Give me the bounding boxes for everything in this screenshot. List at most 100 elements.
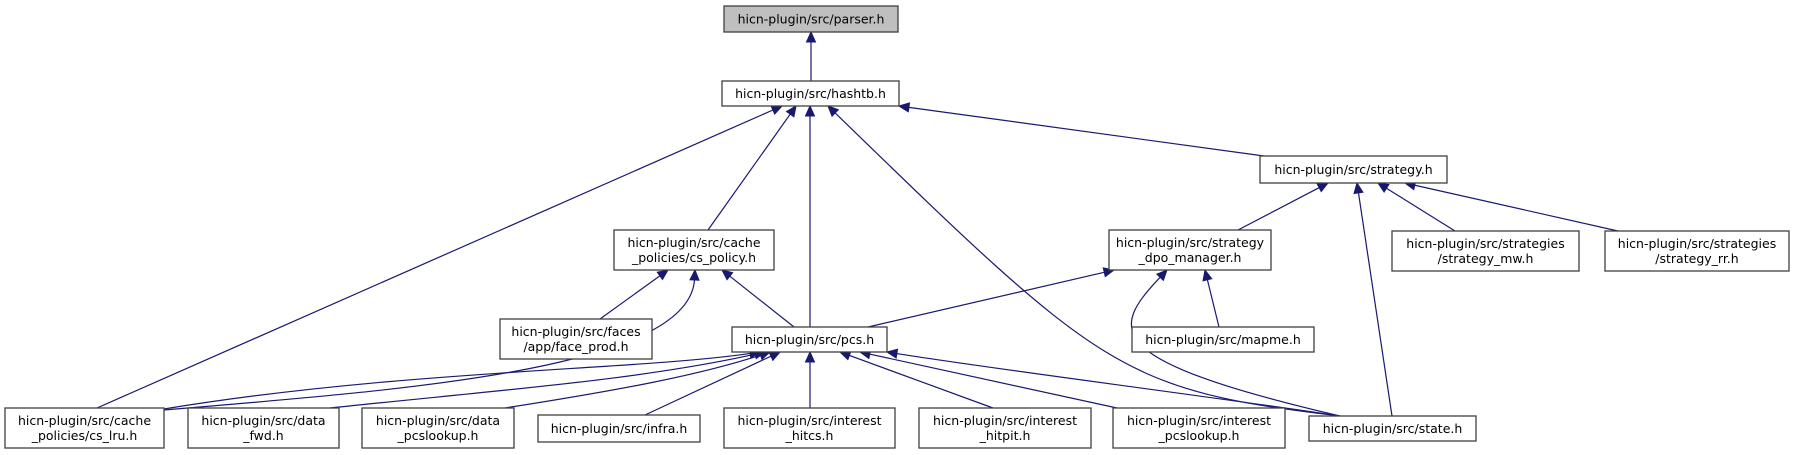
arrowhead-icon: [1376, 182, 1390, 194]
node-box[interactable]: [918, 407, 1092, 449]
node-label: hicn-plugin/src/parser.h: [738, 12, 885, 27]
edge-strategy_mw-to-strategy: [1376, 182, 1456, 232]
node-label: hicn-plugin/src/infra.h: [551, 421, 688, 436]
edge-hashtb-to-parser: [805, 30, 817, 81]
node-hashtb[interactable]: hicn-plugin/src/hashtb.h: [721, 80, 900, 107]
edge-line: [644, 355, 773, 416]
edge-line: [1206, 278, 1220, 328]
node-label: hicn-plugin/src/strategies: [1618, 236, 1776, 251]
node-box[interactable]: [1391, 230, 1580, 272]
node-label: hicn-plugin/src/interest: [1127, 413, 1271, 428]
arrowhead-icon: [885, 348, 899, 359]
node-label: _dpo_manager.h: [1138, 250, 1242, 265]
nodes-layer: hicn-plugin/src/parser.h hicn-plugin/src/…: [4, 5, 1790, 449]
edge-pcs-to-cs_policy: [721, 269, 795, 328]
node-label: _pcslookup.h: [397, 428, 479, 443]
node-box[interactable]: [723, 5, 899, 33]
edge-line: [599, 274, 662, 320]
node-label: hicn-plugin/src/data: [376, 413, 500, 428]
node-box[interactable]: [1131, 326, 1315, 353]
node-data-pcslookup[interactable]: hicn-plugin/src/data_pcslookup.h: [361, 407, 515, 449]
edge-dpo_manager-to-strategy: [1237, 182, 1330, 231]
node-box[interactable]: [1108, 229, 1272, 271]
node-box[interactable]: [4, 407, 165, 449]
node-strategy-mw[interactable]: hicn-plugin/src/strategies/strategy_mw.h: [1391, 230, 1580, 272]
node-box[interactable]: [613, 229, 775, 271]
node-parser[interactable]: hicn-plugin/src/parser.h: [723, 5, 899, 33]
node-box[interactable]: [1308, 415, 1477, 442]
edge-state-to-strategy: [1353, 181, 1393, 417]
arrowhead-icon: [656, 269, 669, 281]
edge-line: [96, 109, 775, 409]
node-box[interactable]: [721, 80, 900, 107]
edge-interest_hitpit-to-pcs: [838, 350, 994, 409]
edge-line: [1385, 187, 1456, 232]
node-cs-policy[interactable]: hicn-plugin/src/cache_policies/cs_policy…: [613, 229, 775, 271]
node-cs-lru[interactable]: hicn-plugin/src/cache_policies/cs_lru.h: [4, 407, 165, 449]
edge-infra-to-pcs: [644, 351, 782, 416]
arrowhead-icon: [827, 105, 840, 118]
edge-line: [867, 271, 1106, 328]
node-interest-pcslookup[interactable]: hicn-plugin/src/interest_pcslookup.h: [1112, 407, 1286, 449]
edge-line: [907, 106, 1265, 157]
node-dpo-manager[interactable]: hicn-plugin/src/strategy_dpo_manager.h: [1108, 229, 1272, 271]
arrowhead-icon: [1353, 181, 1364, 195]
node-data-fwd[interactable]: hicn-plugin/src/data_fwd.h: [187, 407, 340, 449]
edge-pcs-to-dpo_manager: [867, 267, 1116, 328]
node-interest-hitcs[interactable]: hicn-plugin/src/interest_hitcs.h: [723, 407, 896, 449]
edge-line: [728, 275, 795, 328]
edge-line: [868, 353, 1118, 409]
node-box[interactable]: [537, 414, 701, 443]
node-label: hicn-plugin/src/strategy: [1116, 235, 1265, 250]
arrowhead-icon: [1155, 269, 1168, 282]
node-strategy-rr[interactable]: hicn-plugin/src/strategies/strategy_rr.h: [1604, 230, 1790, 272]
edge-pcs-to-hashtb: [804, 104, 816, 327]
node-label: hicn-plugin/src/strategies: [1406, 236, 1564, 251]
node-interest-hitpit[interactable]: hicn-plugin/src/interest_hitpit.h: [918, 407, 1092, 449]
node-label: hicn-plugin/src/interest: [738, 413, 882, 428]
edge-line: [707, 112, 792, 231]
arrowhead-icon: [897, 102, 911, 113]
node-label: hicn-plugin/src/cache: [627, 235, 760, 250]
edge-line: [163, 352, 752, 410]
edge-interest_pcslookup-to-pcs: [858, 349, 1118, 409]
node-box[interactable]: [499, 318, 653, 360]
node-box[interactable]: [361, 407, 515, 449]
node-label: /strategy_rr.h: [1655, 251, 1738, 266]
node-label: _hitcs.h: [785, 428, 834, 443]
arrowhead-icon: [689, 268, 700, 281]
node-box[interactable]: [187, 407, 340, 449]
node-strategy[interactable]: hicn-plugin/src/strategy.h: [1259, 155, 1448, 184]
edge-face_prod-to-cs_policy: [599, 269, 669, 320]
node-box[interactable]: [1112, 407, 1286, 449]
node-box[interactable]: [731, 326, 888, 353]
node-label: _policies/cs_lru.h: [31, 428, 138, 443]
edge-state-to-pcs: [885, 348, 1341, 417]
node-label: _fwd.h: [242, 428, 284, 443]
node-label: _pcslookup.h: [1158, 428, 1240, 443]
node-pcs[interactable]: hicn-plugin/src/pcs.h: [731, 326, 888, 353]
node-label: /app/face_prod.h: [523, 339, 628, 354]
node-face-prod[interactable]: hicn-plugin/src/faces/app/face_prod.h: [499, 318, 653, 360]
node-state[interactable]: hicn-plugin/src/state.h: [1308, 415, 1477, 442]
node-label: hicn-plugin/src/faces: [511, 324, 640, 339]
edge-line: [1413, 184, 1619, 232]
node-box[interactable]: [723, 407, 896, 449]
node-box[interactable]: [1604, 230, 1790, 272]
node-box[interactable]: [1259, 155, 1448, 184]
node-infra[interactable]: hicn-plugin/src/infra.h: [537, 414, 701, 443]
node-mapme[interactable]: hicn-plugin/src/mapme.h: [1131, 326, 1315, 353]
edge-cs_policy-to-hashtb: [707, 105, 797, 231]
edge-strategy-to-hashtb: [897, 102, 1265, 157]
edge-line: [1237, 186, 1321, 231]
node-label: hicn-plugin/src/strategy.h: [1274, 162, 1432, 177]
node-label: hicn-plugin/src/hashtb.h: [735, 86, 886, 101]
edge-line: [329, 353, 757, 409]
node-label: hicn-plugin/src/pcs.h: [745, 332, 874, 347]
node-label: hicn-plugin/src/cache: [18, 413, 151, 428]
arrowhead-icon: [1316, 182, 1330, 193]
node-label: /strategy_mw.h: [1438, 251, 1534, 266]
edge-line: [848, 354, 994, 409]
edge-cs_lru-to-cs_policy: [163, 268, 700, 411]
